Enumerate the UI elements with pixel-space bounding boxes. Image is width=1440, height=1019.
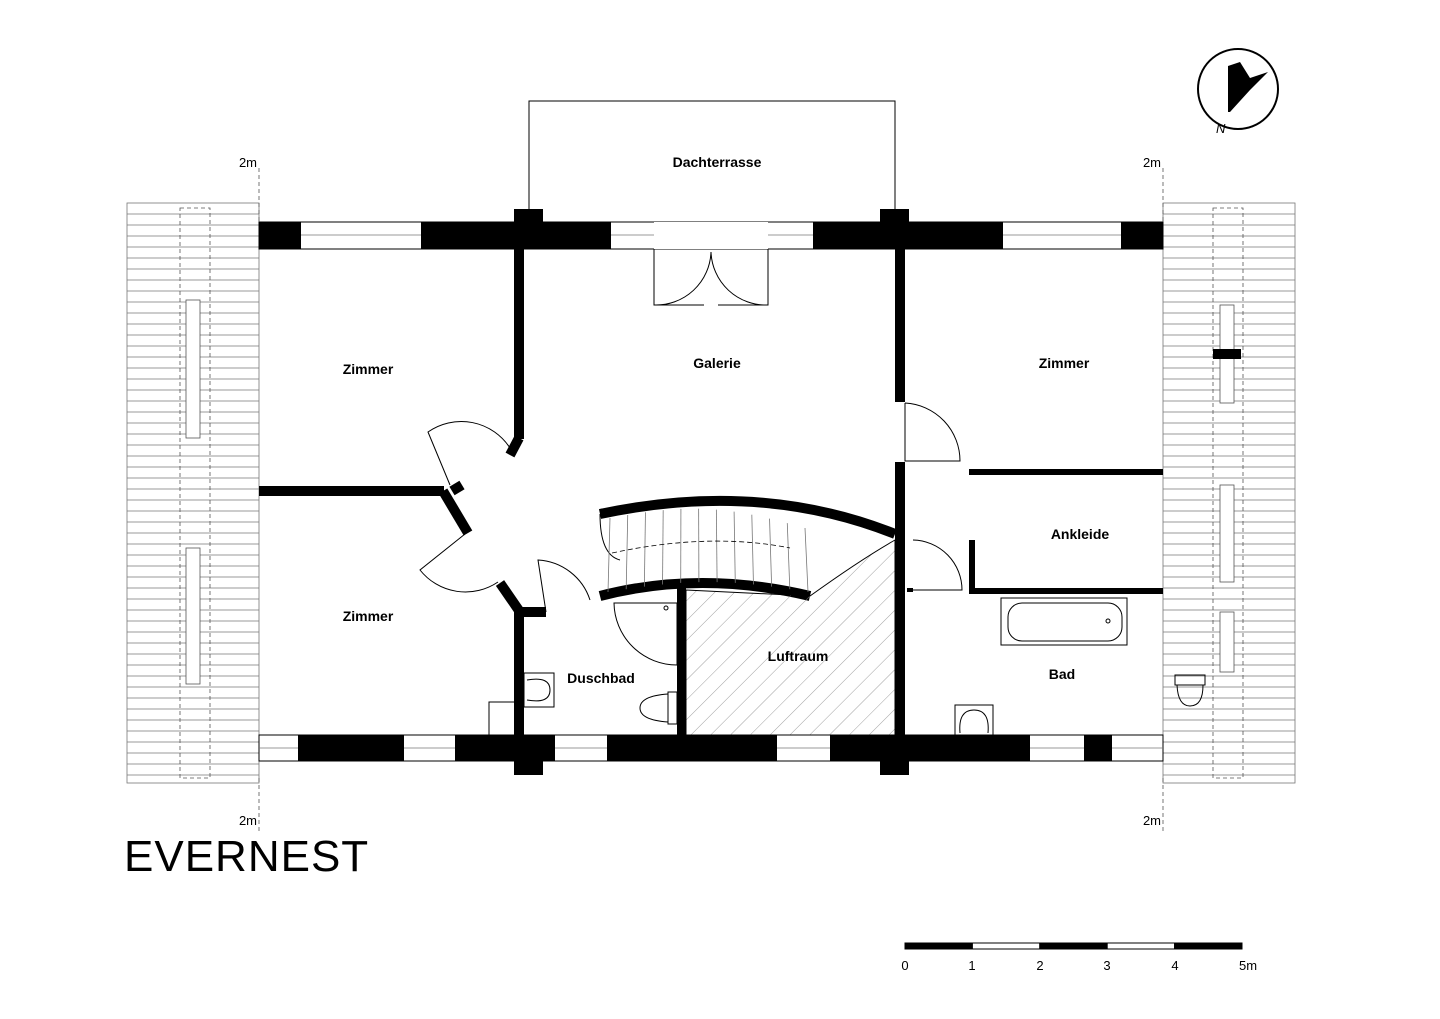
toilet-icon	[1174, 674, 1206, 707]
scale-segment	[1039, 942, 1108, 950]
room-label-galerie: Galerie	[693, 355, 741, 371]
scale-label-4: 4	[1171, 958, 1178, 973]
north-arrow-icon: N	[1197, 48, 1279, 136]
room-label-bad: Bad	[1049, 666, 1075, 682]
tile-line	[643, 512, 646, 587]
room-label-zimmer-sw: Zimmer	[343, 608, 394, 624]
tile-line	[715, 509, 718, 583]
fixtures	[523, 597, 1206, 736]
wall-top	[258, 209, 1164, 250]
dimension-label: 2m	[1143, 155, 1161, 170]
room-label-zimmer-nw: Zimmer	[343, 361, 394, 377]
room-label-ankleide: Ankleide	[1051, 526, 1110, 542]
sink-icon	[954, 704, 994, 736]
scale-segment	[1174, 942, 1243, 950]
staircase	[598, 495, 897, 601]
shower-icon	[613, 602, 678, 666]
scale-segment	[971, 942, 1041, 950]
tile-line	[751, 514, 754, 585]
roof-terrace	[528, 100, 896, 222]
scale-label-2: 2	[1036, 958, 1043, 973]
dimension-label: 2m	[239, 155, 257, 170]
tile-line	[662, 510, 664, 585]
doors	[419, 249, 963, 613]
scale-label-0: 0	[901, 958, 908, 973]
north-label: N	[1216, 121, 1226, 136]
luftraum-void	[685, 539, 896, 736]
scale-bar: 0 1 2 3 4 5m	[901, 942, 1257, 973]
dimension-label: 2m	[1143, 813, 1161, 828]
dimension-guides	[258, 168, 1164, 832]
scale-label-1: 1	[968, 958, 975, 973]
tile-line	[804, 527, 809, 593]
tile-line	[786, 523, 791, 590]
scale-label-5: 5m	[1239, 958, 1257, 973]
dimension-label: 2m	[239, 813, 257, 828]
room-label-duschbad: Duschbad	[567, 670, 635, 686]
wall-bottom	[258, 734, 1164, 775]
roof-left	[126, 202, 260, 784]
tile-line	[769, 518, 773, 587]
tile-line	[733, 511, 736, 583]
interior-walls	[259, 249, 1241, 736]
scale-label-3: 3	[1103, 958, 1110, 973]
room-label-dachterrasse: Dachterrasse	[673, 154, 762, 170]
scale-segment	[904, 942, 973, 950]
brand-logo: EVERNEST	[124, 832, 369, 881]
room-label-luftraum: Luftraum	[768, 648, 829, 664]
toilet-icon	[639, 691, 678, 725]
scale-segment	[1106, 942, 1176, 950]
tile-line	[607, 517, 611, 593]
tile-line	[625, 514, 629, 590]
sink-icon	[523, 672, 555, 708]
roof-right	[1162, 202, 1296, 784]
bathtub-icon	[1000, 597, 1128, 646]
room-label-zimmer-ne: Zimmer	[1039, 355, 1090, 371]
